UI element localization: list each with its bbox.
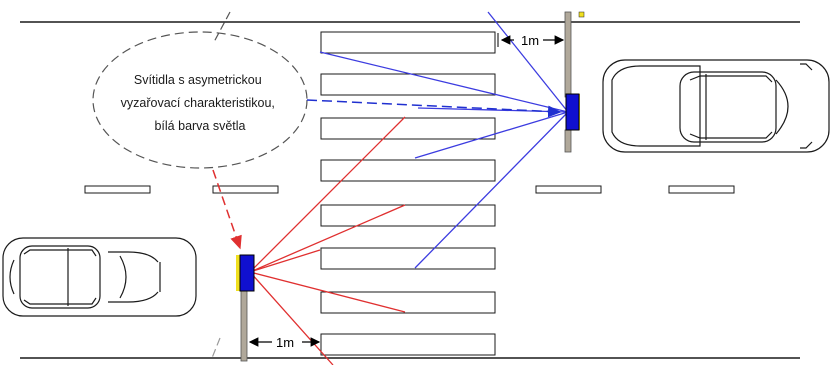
light-beams-lower <box>249 116 406 365</box>
light-beams-upper <box>319 11 569 269</box>
zebra-stripe <box>320 204 496 227</box>
lane-markings <box>84 185 735 194</box>
lane-dash <box>535 185 602 194</box>
callout-leader-top <box>213 11 231 43</box>
street-lamp-icon <box>565 93 580 131</box>
lamp-pole-lower <box>240 290 248 362</box>
distance-marker-top: 1m <box>497 33 565 48</box>
car-right-icon <box>602 59 830 153</box>
zebra-stripe <box>320 291 496 314</box>
lamp-pole-upper <box>564 11 572 98</box>
lane-dash <box>84 185 151 194</box>
lane-dash <box>212 185 279 194</box>
distance-marker-bottom: 1m <box>248 335 321 350</box>
zebra-stripe <box>320 31 496 54</box>
lamp-pole-upper-base <box>564 129 572 153</box>
zebra-stripe <box>320 333 496 356</box>
zebra-crossing <box>320 31 496 356</box>
distance-label-bottom: 1m <box>276 335 294 350</box>
callout-text: Svítidla s asymetrickou vyzařovací chara… <box>121 71 280 133</box>
zebra-stripe <box>320 117 496 140</box>
callout-pointer-upper-lamp <box>306 99 562 118</box>
callout-pointer-lower-lamp <box>212 169 242 250</box>
distance-label-top: 1m <box>521 33 539 48</box>
lane-dash <box>668 185 735 194</box>
zebra-stripe <box>320 247 496 270</box>
street-lamp-icon <box>236 254 255 292</box>
car-left-icon <box>2 237 197 317</box>
callout-line-1: Svítidla s asymetrickou <box>134 73 262 87</box>
zebra-stripe <box>320 73 496 96</box>
callout-leader-bottom <box>211 337 221 359</box>
zebra-stripe <box>320 159 496 182</box>
callout-line-2: vyzařovací charakteristikou, <box>121 96 275 110</box>
callout-line-3: bílá barva světla <box>154 119 245 133</box>
lamp-top-marker <box>578 11 585 18</box>
